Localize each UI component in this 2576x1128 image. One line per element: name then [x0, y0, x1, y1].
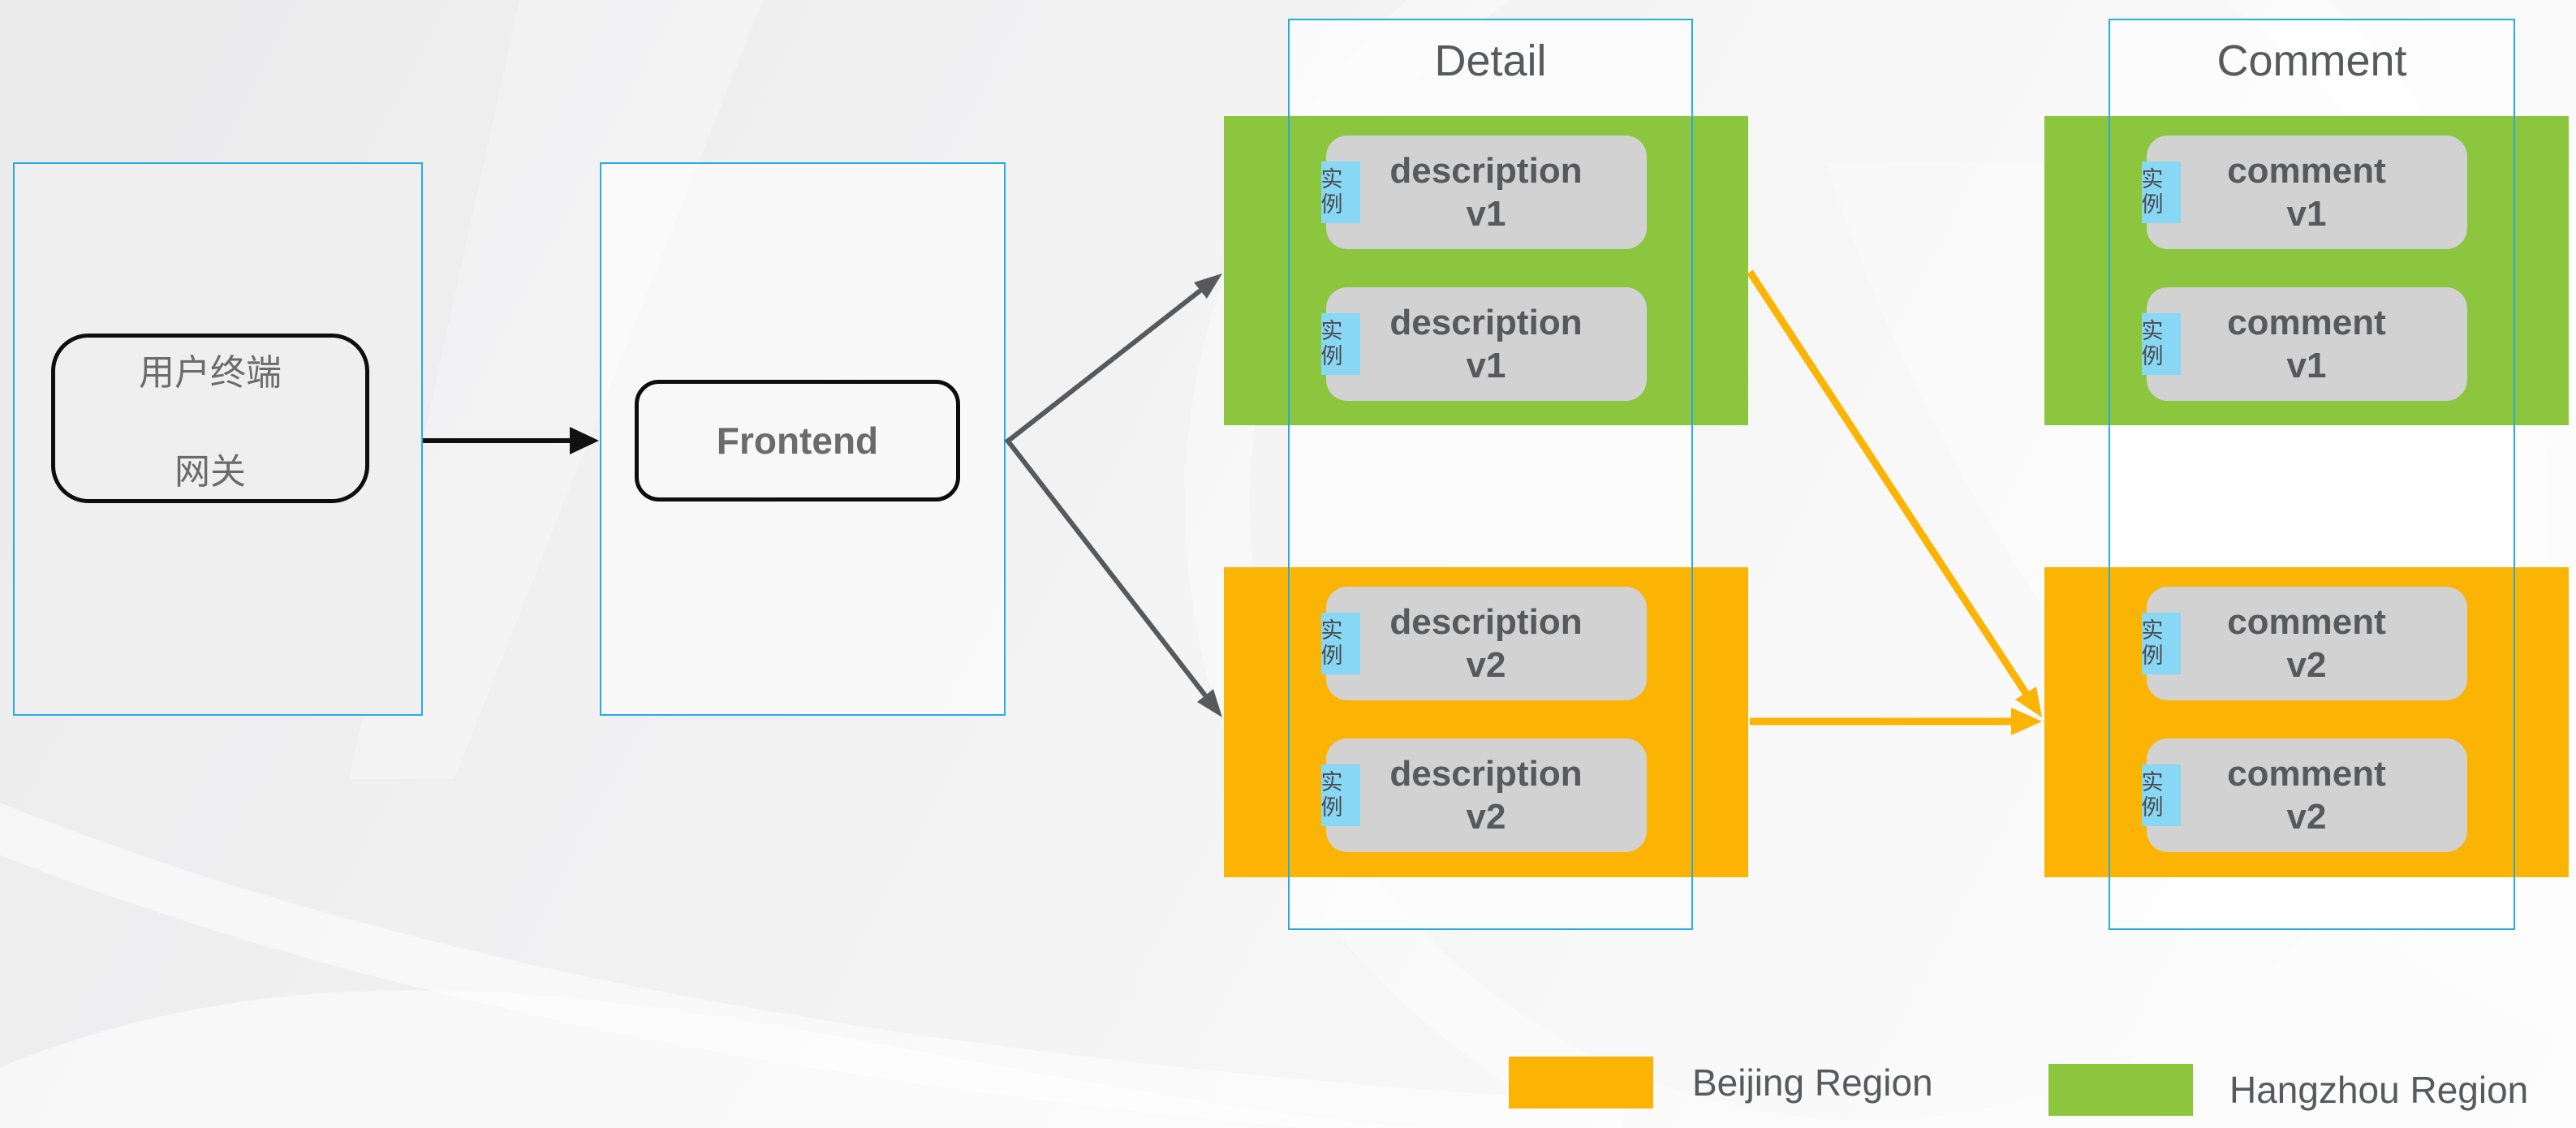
instance-label-line1: description: [1389, 602, 1583, 642]
comment-beijing-region-band: 实例 comment v2 实例 comment v2: [2044, 567, 2569, 877]
legend-hangzhou-swatch: [2048, 1064, 2193, 1116]
instance-label: comment v1: [2227, 301, 2386, 387]
instance-label: comment v1: [2227, 149, 2386, 235]
instance-label: comment v2: [2227, 752, 2386, 838]
instance-label-line2: v2: [1466, 797, 1506, 837]
instance-tag: 实例: [2141, 161, 2181, 223]
instance-label-line1: description: [1389, 151, 1583, 191]
frontend-region-box: [600, 162, 1006, 716]
instance-tag: 实例: [1320, 313, 1360, 375]
instance-label-line2: v2: [2286, 797, 2327, 837]
detail-v2-instance-2: 实例 description v2: [1320, 738, 1647, 852]
instance-tag: 实例: [1320, 613, 1360, 674]
comment-v1-instance-1: 实例 comment v1: [2141, 136, 2467, 249]
comment-v1-instance-2: 实例 comment v1: [2141, 287, 2467, 401]
user-gateway-region-box: [13, 162, 423, 716]
detail-v1-instance-1: 实例 description v1: [1320, 136, 1647, 249]
instance-label-line1: description: [1389, 303, 1583, 342]
instance-label-line2: v1: [2286, 346, 2327, 385]
instance-tag: 实例: [1320, 161, 1360, 223]
instance-label: description v2: [1389, 601, 1582, 687]
legend-beijing-swatch: [1509, 1057, 1653, 1109]
instance-label-line2: v2: [2286, 645, 2327, 685]
instance-label-line1: description: [1389, 754, 1583, 794]
legend-hangzhou-label: Hangzhou Region: [2229, 1069, 2529, 1111]
instance-label-line2: v1: [1466, 194, 1506, 234]
instance-label: description v2: [1389, 752, 1582, 838]
detail-column-title: Detail: [1434, 37, 1547, 85]
user-gateway-line2: 网关: [174, 451, 246, 492]
instance-label: comment v2: [2227, 601, 2386, 687]
user-gateway-line1: 用户终端: [139, 352, 282, 393]
instance-tag: 实例: [2141, 613, 2181, 674]
instance-tag: 实例: [2141, 313, 2181, 375]
detail-v1-instance-2: 实例 description v1: [1320, 287, 1647, 401]
frontend-node: Frontend: [635, 380, 960, 502]
comment-hangzhou-region-band: 实例 comment v1 实例 comment v1: [2044, 116, 2569, 425]
comment-v2-instance-1: 实例 comment v2: [2141, 587, 2467, 700]
instance-tag: 实例: [2141, 764, 2181, 826]
detail-hangzhou-region-band: 实例 description v1 实例 description v1: [1224, 116, 1748, 425]
instance-label-line1: comment: [2227, 151, 2386, 191]
comment-column-title: Comment: [2216, 37, 2407, 85]
instance-label-line2: v2: [1466, 645, 1506, 685]
instance-label-line2: v1: [2286, 194, 2327, 234]
frontend-label: Frontend: [716, 420, 879, 462]
legend-beijing-label: Beijing Region: [1692, 1061, 1933, 1104]
detail-v2-instance-1: 实例 description v2: [1320, 587, 1647, 700]
instance-label-line1: comment: [2227, 602, 2386, 642]
instance-label-line2: v1: [1466, 346, 1506, 385]
user-gateway-node: 用户终端 网关: [51, 334, 369, 503]
instance-label-line1: comment: [2227, 303, 2386, 342]
instance-label-line1: comment: [2227, 754, 2386, 794]
comment-v2-instance-2: 实例 comment v2: [2141, 738, 2467, 852]
detail-beijing-region-band: 实例 description v2 实例 description v2: [1224, 567, 1748, 877]
instance-tag: 实例: [1320, 764, 1360, 826]
instance-label: description v1: [1389, 149, 1582, 235]
instance-label: description v1: [1389, 301, 1582, 387]
